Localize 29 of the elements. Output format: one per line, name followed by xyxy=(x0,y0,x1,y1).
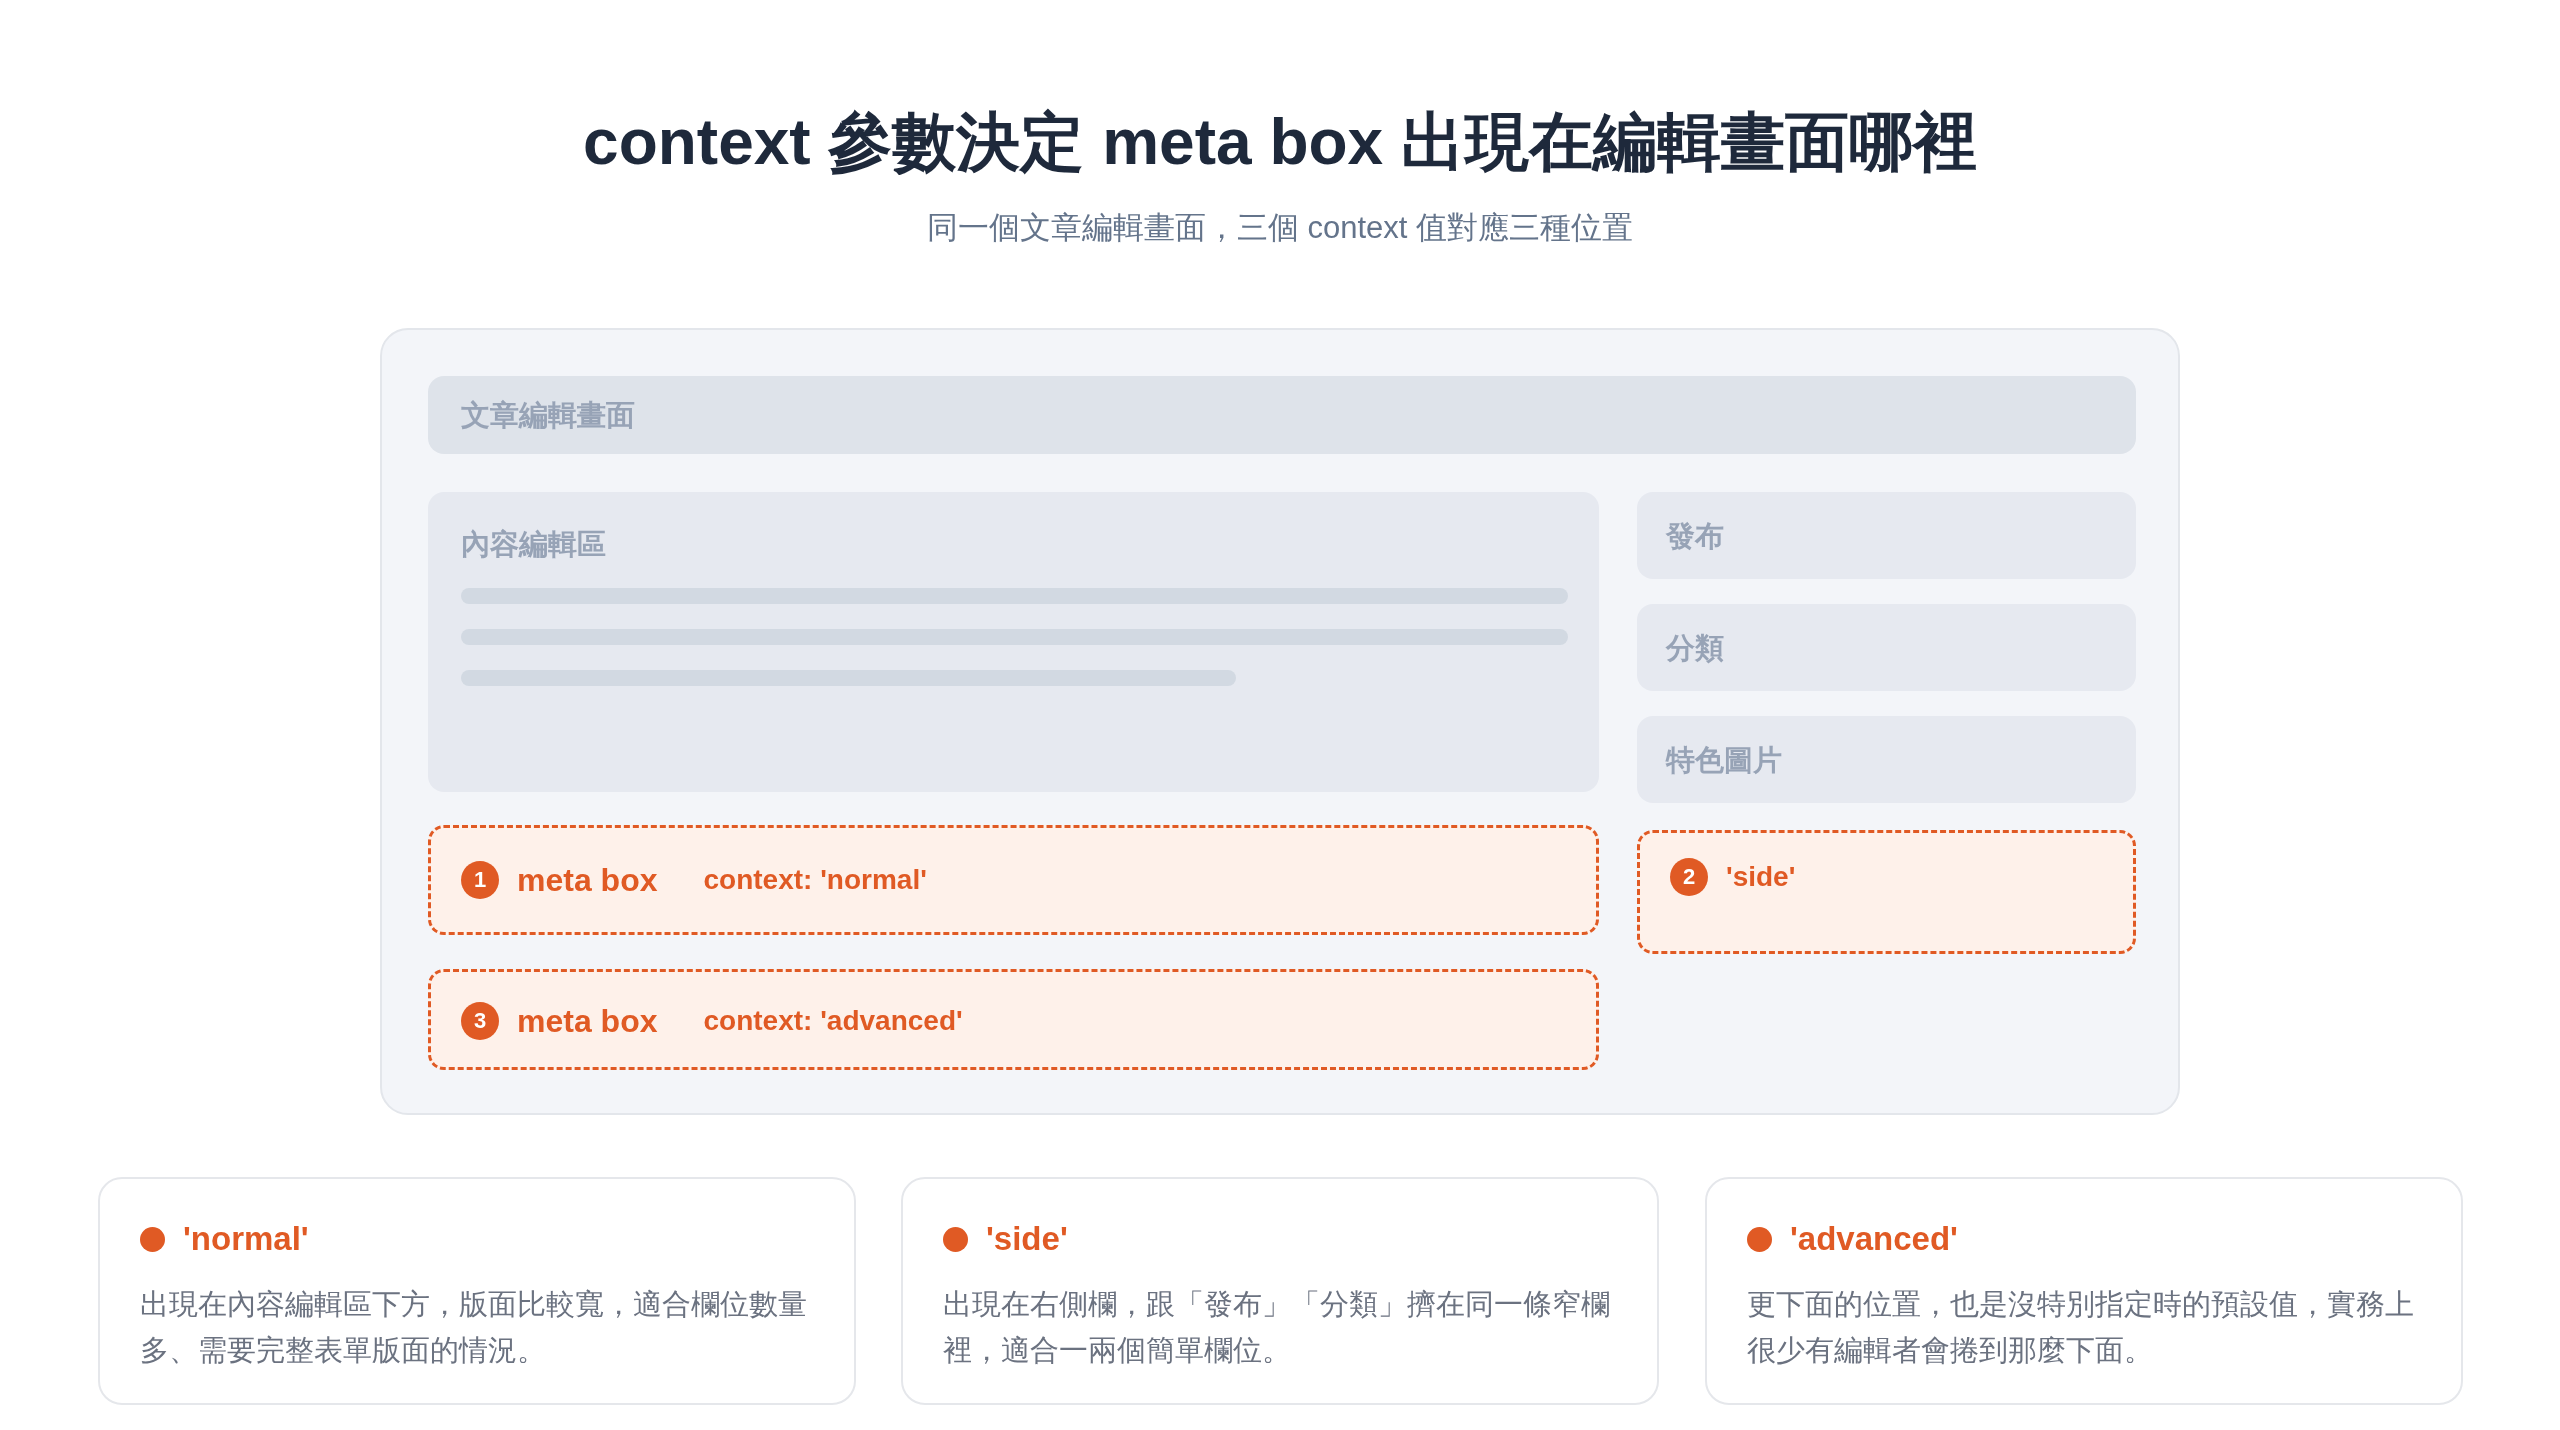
meta-box-title: meta box xyxy=(517,861,658,899)
description-card xyxy=(98,1177,856,1405)
card-heading: 'side' xyxy=(986,1220,1068,1258)
number-badge: 3 xyxy=(461,1002,499,1040)
editor-screen-panel xyxy=(380,328,2180,1115)
card-heading: 'normal' xyxy=(183,1220,309,1258)
meta-box-slot xyxy=(1637,830,2136,954)
number-badge: 2 xyxy=(1670,858,1708,896)
meta-box-slot xyxy=(428,825,1599,935)
meta-box-slot xyxy=(428,969,1599,1070)
page-subtitle: 同一個文章編輯畫面，三個 context 值對應三種位置 xyxy=(926,210,1634,245)
card-description: 更下面的位置，也是沒特別指定時的預設值，實務上很少有編輯者會捲到那麼下面。 xyxy=(1747,1287,2415,1368)
page-title: context 參數決定 meta box 出現在編輯畫面哪裡 xyxy=(583,106,1977,178)
context-value: context: 'advanced' xyxy=(703,1005,963,1037)
meta-box-title: meta box xyxy=(517,1002,658,1040)
panel-heading: 文章編輯畫面 xyxy=(461,398,635,433)
card-description: 出現在右側欄，跟「發布」「分類」擠在同一條窄欄裡，適合一兩個簡單欄位。 xyxy=(943,1287,1611,1368)
card-description: 出現在內容編輯區下方，版面比較寬，適合欄位數量多、需要完整表單版面的情況。 xyxy=(140,1287,808,1368)
card-heading: 'advanced' xyxy=(1790,1220,1958,1258)
description-card xyxy=(901,1177,1659,1405)
description-card xyxy=(1705,1177,2463,1405)
panel-heading: 發布 xyxy=(1666,518,1724,554)
context-value: 'side' xyxy=(1726,861,1796,893)
content-editor-panel xyxy=(428,492,1599,792)
number-badge: 1 xyxy=(461,861,499,899)
panel-heading: 內容編輯區 xyxy=(461,527,606,562)
panel-heading: 特色圖片 xyxy=(1666,742,1782,778)
panel-heading: 分類 xyxy=(1666,630,1724,666)
context-value: context: 'normal' xyxy=(703,864,927,896)
